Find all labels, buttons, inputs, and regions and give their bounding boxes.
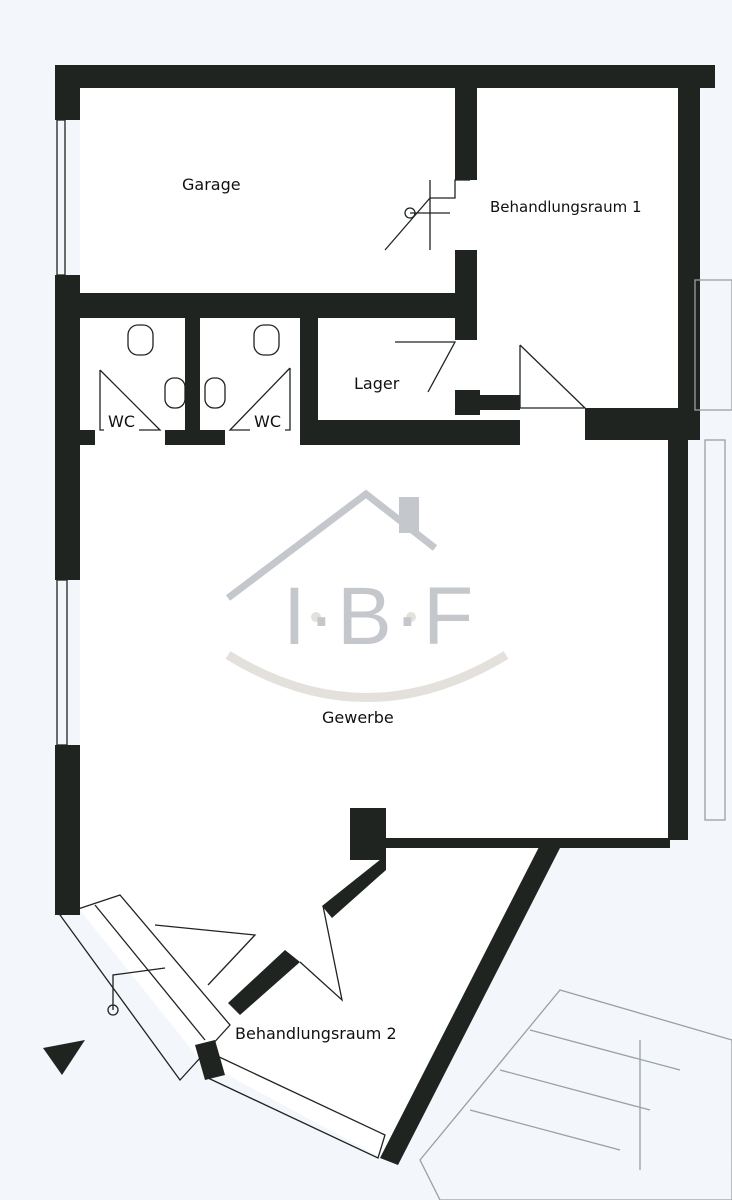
logo-mark xyxy=(225,489,509,702)
room-label-wc-2: WC xyxy=(250,410,285,433)
room-label-lager: Lager xyxy=(350,372,404,395)
room-label-gewerbe: Gewerbe xyxy=(318,706,484,753)
room-label-garage: Garage xyxy=(178,173,321,212)
fixtures xyxy=(56,119,732,1200)
floor-area xyxy=(80,88,678,1160)
room-label-wc-1: WC xyxy=(104,410,139,433)
room-label-behandlungsraum-2: Behandlungsraum 2 xyxy=(235,1024,397,1043)
logo-text: I·B·F xyxy=(283,571,476,662)
room-label-behandlungsraum-1: Behandlungsraum 1 xyxy=(486,196,646,234)
walls xyxy=(43,65,715,1165)
